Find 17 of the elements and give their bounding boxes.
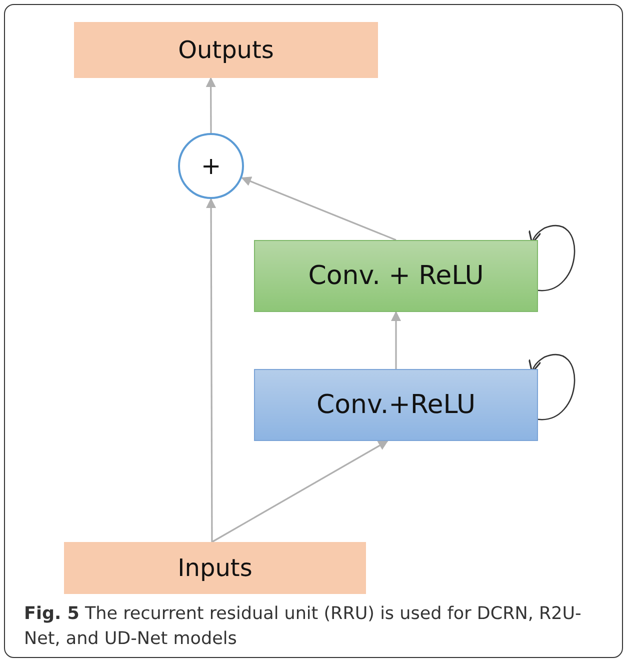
arrow xyxy=(206,77,216,133)
process-box xyxy=(254,240,538,312)
arrow xyxy=(391,311,401,369)
figure-caption: Fig. 5 The recurrent residual unit (RRU) is used for DCRN, R2U-Net, and UD-Net models xyxy=(24,603,582,651)
node-label: Conv.+ReLU xyxy=(316,390,476,420)
input-box xyxy=(64,542,366,594)
node-label: Inputs xyxy=(178,554,252,582)
output-box xyxy=(74,22,378,78)
node-label: Conv. + ReLU xyxy=(308,261,484,291)
arrow xyxy=(212,440,388,543)
loop-arrow xyxy=(528,354,576,420)
node-label: + xyxy=(200,152,222,180)
node-label: Outputs xyxy=(178,36,274,64)
arrow xyxy=(241,176,396,241)
loop-arrow xyxy=(528,225,576,292)
process-box xyxy=(254,369,538,441)
arrow xyxy=(206,198,216,542)
